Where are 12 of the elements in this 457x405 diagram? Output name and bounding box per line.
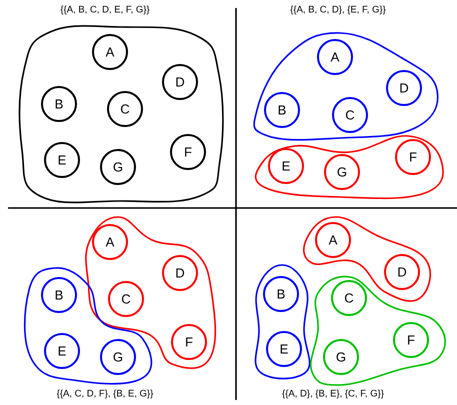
set-outline — [24, 267, 152, 385]
partition-caption: {{A, D}, {B, E}, {C, F, G}} — [282, 390, 384, 398]
set-outline — [85, 216, 216, 369]
partition-caption: {{A, B, C, D}, {E, F, G}} — [290, 6, 386, 14]
set-outline — [253, 32, 439, 141]
partition-caption: {{A, B, C, D, E, F, G}} — [60, 6, 150, 14]
partition-caption: {{A, C, D, F}, {B, E, G}} — [56, 390, 154, 398]
set-outline — [303, 216, 432, 302]
set-outline — [18, 25, 224, 204]
set-outline — [254, 264, 310, 380]
set-outline — [254, 135, 444, 200]
set-outline — [310, 276, 446, 386]
